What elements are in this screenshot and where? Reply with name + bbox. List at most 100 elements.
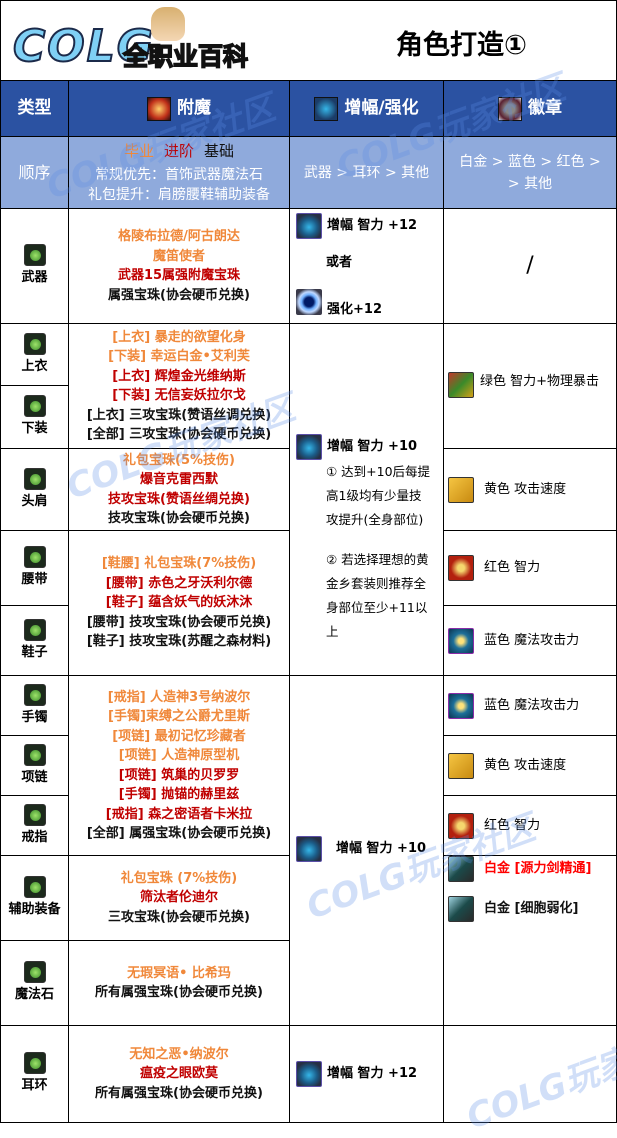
header-emblem: 徽章 [443,80,617,137]
enchant-option: [上衣] 三攻宝珠(赞语丝调兑换) [86,407,272,423]
enchant-option: [鞋腰] 礼包宝珠(7%技伤) [101,556,257,572]
page-title: 角色打造① [396,30,527,61]
weapon-icon [23,244,46,267]
emblem-earring [443,1025,617,1123]
emblem-red-icon [448,555,474,581]
enchant-option: [戒指] 森之密语者卡米拉 [105,806,253,822]
necklace-icon [23,743,46,766]
slot-magic-stone: 魔法石 [0,940,69,1026]
amplify-accessory: 增幅 智力 +10 [289,675,444,1026]
top-icon [23,332,46,355]
enchant-option: [手镯] 抛锚的赫里兹 [118,787,240,802]
or-text: 或者 [326,254,353,270]
emblem-cell: 绿色 智力+物理暴击 [443,323,617,449]
tier-black: 基础 [204,141,235,160]
enchant-cell: 礼包宝珠(5%技伤)爆音克雷西默技攻宝珠(赞语丝绸兑换)技攻宝珠(协会硬币兑换) [68,448,290,531]
slot-ring: 戒指 [0,795,69,856]
colg-logo: COLG [12,20,155,73]
amplify-note: ② 若选择理想的黄金乡套装则推荐全身部位至少+11以上 [326,552,429,639]
ring-icon [23,803,46,826]
slot-label: 项链 [21,769,48,785]
slot-weapon: 武器 [0,208,69,324]
enchant-option: [项链] 筑巢的贝罗罗 [118,767,240,783]
enchant-option: 爆音克雷西默 [139,472,218,487]
emblem-text: 黄色 攻击速度 [484,481,567,497]
enchant-cell: 礼包宝珠 (7%技伤)筛汰者伦迪尔三攻宝珠(协会硬币兑换) [68,855,290,941]
enchant-option: 无知之恶•纳波尔 [129,1046,229,1062]
enchant-option: [全部] 属强宝珠(协会硬币兑换) [86,826,272,841]
earring-icon [23,1052,46,1075]
enchant-option: 技攻宝珠(协会硬币兑换) [108,511,250,526]
enchant-option: 属强宝珠(协会硬币兑换) [108,287,250,303]
emblem-cell: 黄色 攻击速度 [443,735,617,796]
enchant-option: [下装] 幸运白金•艾利芙 [108,349,250,364]
amplify-armor: 增幅 智力 +10 ① 达到+10后每提高1级均有少量技攻提升(全身部位) ② 若选… [289,323,444,676]
platinum-emblem-icon [448,896,474,922]
emblem-icon [498,96,522,121]
magic-stone-icon [23,961,46,984]
slot-label: 戒指 [21,829,48,845]
slot-label: 下装 [21,421,48,437]
order-enchant: 毕业进阶基础常规优先：首饰武器魔法石礼包提升：肩膀腰鞋辅助装备 [68,136,290,209]
enchant-cell: [鞋腰] 礼包宝珠(7%技伤) [腰带] 赤色之牙沃利尔德 [鞋子] 蕴含妖气的妖沐… [68,530,290,676]
logo-subtitle: 全职业百科 [122,41,249,72]
emblem-cell: 蓝色 魔法攻击力 [443,675,617,736]
enchant-option: 技攻宝珠(赞语丝绸兑换) [108,491,250,507]
amplify-row: 增幅 智力 +10 [296,836,426,862]
tier-red: 进阶 [163,141,194,160]
enchant-option: [项链] 最初记忆珍藏者 [112,728,246,744]
emblem-yellow-icon [448,476,474,503]
enchant-option: 瘟疫之眼欧莫 [139,1066,218,1082]
amplify-earring: 增幅 智力 +12 [289,1025,444,1123]
header-type-label: 类型 [17,97,52,118]
emblem-platinum: 白金 [源力剑精通]白金 [细胞弱化] [443,855,617,1026]
amplify-row: 增幅 智力 +12 [296,1061,417,1087]
header-type: 类型 [0,80,69,137]
enchant-option: [鞋子] 蕴含妖气的妖沐沐 [105,595,253,611]
emblem-red-icon [448,812,474,839]
enchant-option: 礼包宝珠 (7%技伤) [120,870,238,886]
character-avatar [151,7,185,41]
slot-label: 手镯 [21,709,48,725]
slot-label: 辅助装备 [8,902,61,918]
enchant-option: [手镯]束缚之公爵尤里斯 [108,709,250,724]
emblem-cell: 蓝色 魔法攻击力 [443,605,617,676]
amplify-text: 增幅 智力 +12 [327,1066,418,1082]
shoes-icon [23,618,46,641]
enchant-cell: 格陵布拉德/阿古朗达魔笛使者武器15属强附魔宝珠属强宝珠(协会硬币兑换) [68,208,290,324]
order-note: 礼包提升：肩膀腰鞋辅助装备 [88,186,270,203]
emblem-cell: 红色 智力 [443,795,617,856]
amplify-row: 增幅 智力 +10 [296,434,417,460]
amplify-order: 武器 > 耳环 > 其他 [303,164,430,181]
enchant-option: [鞋子] 技攻宝珠(苏醒之森材料) [86,634,272,650]
slot-label: 鞋子 [21,644,48,660]
slot-label: 腰带 [21,572,48,588]
slot-label: 上衣 [21,358,48,374]
amplify-note: ① 达到+10后每提高1级均有少量技攻提升(全身部位) [326,464,431,527]
slot-shoulder: 头肩 [0,448,69,531]
order-label: 顺序 [18,162,51,182]
enchant-option: 格陵布拉德/阿古朗达 [118,229,240,244]
emblem-weapon: / [443,208,617,324]
enchant-option: 魔笛使者 [152,248,205,264]
enchant-option: [腰带] 赤色之牙沃利尔德 [105,575,253,591]
belt-icon [23,546,46,569]
emblem-text: 蓝色 魔法攻击力 [484,632,580,648]
slot-label: 魔法石 [14,987,54,1003]
enhance-icon [296,289,322,316]
enchant-icon [147,96,171,121]
platinum-row: 白金 [源力剑精通] [448,856,591,882]
amplify-icon [296,434,322,460]
amplify-icon [296,1061,322,1087]
enchant-option: [上衣] 暴走的欲望化身 [112,329,246,345]
slot-top: 上衣 [0,323,69,386]
header-amplify: 增幅/强化 [289,80,444,137]
emblem-blue-icon [448,627,474,654]
slot-support-equipment: 辅助装备 [0,855,69,941]
bottom-icon [23,395,46,418]
slot-label: 耳环 [21,1078,48,1094]
amplify-text: 增幅 智力 +10 [327,439,418,455]
emblem-none: / [526,253,534,279]
bracelet-icon [23,683,46,706]
